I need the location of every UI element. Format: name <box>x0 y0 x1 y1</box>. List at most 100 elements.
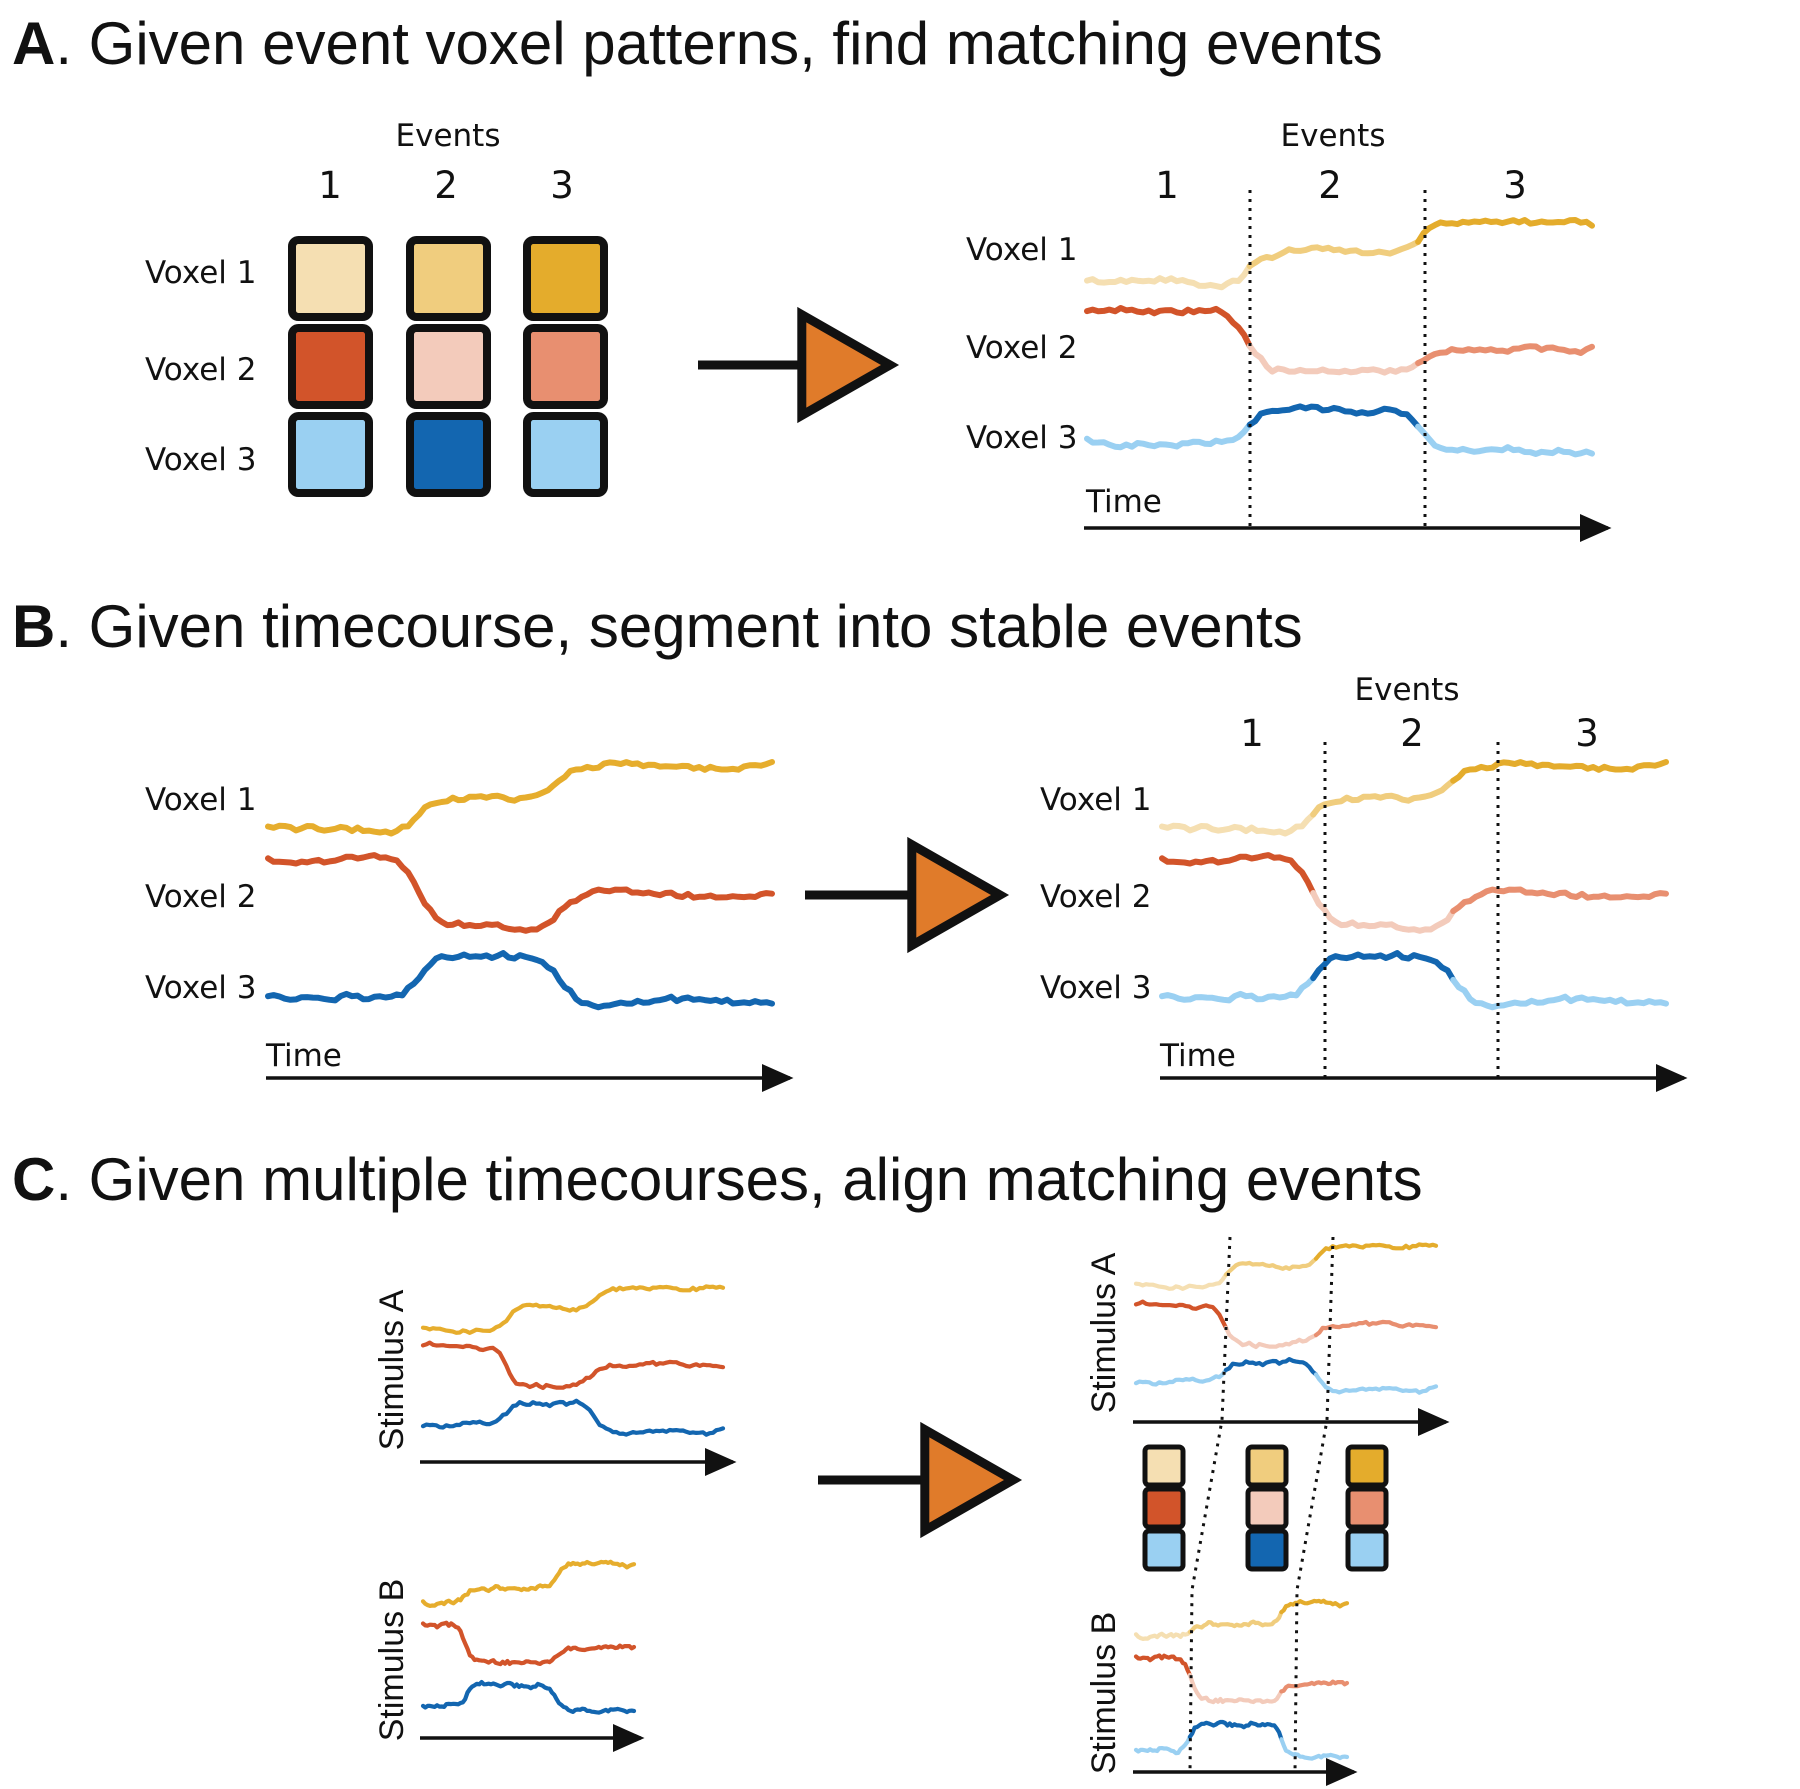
pattern-cell-event-3-voxel-3 <box>1345 1528 1389 1572</box>
panel-a-title-text: . Given event voxel patterns, find match… <box>55 10 1382 77</box>
voxel-2-event-2-trace <box>1187 1672 1284 1705</box>
panel-b: B. Given timecourse, segment into stable… <box>12 593 1688 1092</box>
voxel-traces <box>1133 1598 1350 1761</box>
voxel-3-event-2-trace <box>1310 950 1457 983</box>
voxel-2-label: Voxel 2 <box>145 879 256 915</box>
voxel-2-event-1-trace <box>1159 852 1317 896</box>
pattern-cell-event-3-voxel-3 <box>523 412 608 497</box>
event-number-1: 1 <box>1155 164 1179 207</box>
pattern-grid <box>1142 1444 1389 1572</box>
voxel-1-event-2-trace <box>1187 1610 1284 1635</box>
event-number-2: 2 <box>434 164 458 207</box>
stimulus-b-label: Stimulus B <box>1085 1612 1123 1775</box>
voxel-traces <box>420 1559 637 1715</box>
events-label: Events <box>1355 672 1460 708</box>
pattern-cell-event-3-voxel-1 <box>1345 1444 1389 1488</box>
stimulus-b-raw: Stimulus B <box>373 1559 645 1752</box>
panel-a-patterns: Events 1 2 3 Voxel 1 Voxel 2 Voxel 3 <box>145 118 608 497</box>
voxel-1-event-2-trace <box>1246 238 1422 270</box>
event-number-1: 1 <box>1240 712 1264 755</box>
voxel-1-trace <box>265 759 775 837</box>
time-label: Time <box>265 1038 342 1074</box>
time-label: Time <box>1159 1038 1236 1074</box>
voxel-3-event-2-trace <box>1223 1357 1319 1377</box>
pattern-cell-event-2-voxel-3 <box>1245 1528 1289 1572</box>
transform-arrow <box>805 836 1010 954</box>
voxel-2-label: Voxel 2 <box>1040 879 1151 915</box>
stimulus-a-label: Stimulus A <box>1085 1252 1123 1413</box>
voxel-2-event-3-trace <box>1279 1679 1350 1694</box>
arrow-head <box>920 1421 1023 1539</box>
panel-c-title: C. Given multiple timecourses, align mat… <box>12 1146 1423 1213</box>
panel-b-title-text: . Given timecourse, segment into stable … <box>55 593 1302 660</box>
voxel-3-event-2-trace <box>1187 1719 1284 1742</box>
panel-c: C. Given multiple timecourses, align mat… <box>12 1146 1450 1786</box>
pattern-cell-event-1-voxel-2 <box>1142 1486 1186 1530</box>
voxel-3-label: Voxel 3 <box>145 970 256 1006</box>
alignment-boundary <box>1188 1236 1232 1773</box>
pattern-cell-event-2-voxel-1 <box>406 236 491 321</box>
alignment-boundary <box>1293 1236 1335 1773</box>
stimulus-a-label: Stimulus A <box>373 1289 411 1450</box>
transform-arrow <box>698 306 900 424</box>
voxel-3-event-1-trace <box>1133 1734 1192 1756</box>
pattern-cell-event-1-voxel-3 <box>288 412 373 497</box>
voxel-traces <box>1084 217 1595 458</box>
pattern-cell-event-2-voxel-3 <box>406 412 491 497</box>
panel-b-title: B. Given timecourse, segment into stable… <box>12 593 1303 660</box>
panel-c-title-text: . Given multiple timecourses, align matc… <box>55 1146 1422 1213</box>
pattern-cell-event-2-voxel-2 <box>1245 1486 1289 1530</box>
stimulus-b-aligned: Stimulus B <box>1085 1598 1358 1786</box>
event-number-3: 3 <box>550 164 574 207</box>
pattern-cell-event-3-voxel-2 <box>1345 1486 1389 1530</box>
voxel-3-label: Voxel 3 <box>966 420 1077 456</box>
voxel-3-event-2-trace <box>1246 403 1422 430</box>
voxel-1-event-2-trace <box>1223 1256 1319 1277</box>
voxel-3-event-3-trace <box>1279 1737 1350 1761</box>
voxel-2-trace <box>420 1620 637 1667</box>
voxel-3-event-1-trace <box>1159 975 1317 1004</box>
voxel-1-event-1-trace <box>1133 1629 1192 1641</box>
pattern-cell-event-1-voxel-1 <box>1142 1444 1186 1488</box>
panel-a-letter: A <box>12 10 55 77</box>
pattern-cell-event-2-voxel-1 <box>1245 1444 1289 1488</box>
voxel-1-label: Voxel 1 <box>145 782 256 818</box>
voxel-1-event-3-trace <box>1313 1242 1439 1261</box>
voxel-2-event-3-trace <box>1415 343 1595 367</box>
events-label: Events <box>1281 118 1386 154</box>
transform-arrow <box>818 1421 1023 1539</box>
voxel-2-trace <box>265 852 775 934</box>
event-number-2: 2 <box>1400 712 1424 755</box>
panel-b-letter: B <box>12 593 55 660</box>
event-number-2: 2 <box>1318 164 1342 207</box>
voxel-3-trace <box>420 1680 637 1715</box>
voxel-2-event-1-trace <box>1133 1653 1192 1678</box>
panel-b-segmented: Events 1 2 3 Voxel 1 Voxel 2 Voxel 3 Tim… <box>1040 672 1688 1092</box>
pattern-cell-event-1-voxel-3 <box>1142 1528 1186 1572</box>
time-label: Time <box>1085 484 1162 520</box>
voxel-2-event-1-trace <box>1084 305 1253 349</box>
voxel-1-event-1-trace <box>1133 1272 1229 1291</box>
voxel-traces <box>1159 759 1669 1011</box>
voxel-traces <box>1133 1242 1439 1395</box>
voxel-3-event-3-trace <box>1450 976 1669 1011</box>
voxel-1-label: Voxel 1 <box>1040 782 1151 818</box>
stimulus-a-aligned: Stimulus A <box>1085 1242 1450 1436</box>
voxel-traces <box>420 1284 726 1437</box>
voxel-1-event-3-trace <box>1450 759 1669 784</box>
pattern-cell-event-3-voxel-1 <box>523 236 608 321</box>
voxel-1-label: Voxel 1 <box>966 232 1077 268</box>
voxel-3-event-1-trace <box>1133 1367 1229 1387</box>
stimulus-b-label: Stimulus B <box>373 1579 411 1742</box>
voxel-2-label: Voxel 2 <box>145 352 256 388</box>
voxel-2-event-3-trace <box>1450 886 1669 915</box>
stimulus-a-raw: Stimulus A <box>373 1284 737 1476</box>
event-number-3: 3 <box>1575 712 1599 755</box>
voxel-3-trace <box>265 950 775 1011</box>
panel-a-title: A. Given event voxel patterns, find matc… <box>12 10 1383 77</box>
events-label: Events <box>396 118 501 154</box>
voxel-2-label: Voxel 2 <box>966 330 1077 366</box>
pattern-cell-event-3-voxel-2 <box>523 324 608 409</box>
voxel-1-trace <box>420 1559 637 1608</box>
pattern-cell-event-1-voxel-2 <box>288 324 373 409</box>
